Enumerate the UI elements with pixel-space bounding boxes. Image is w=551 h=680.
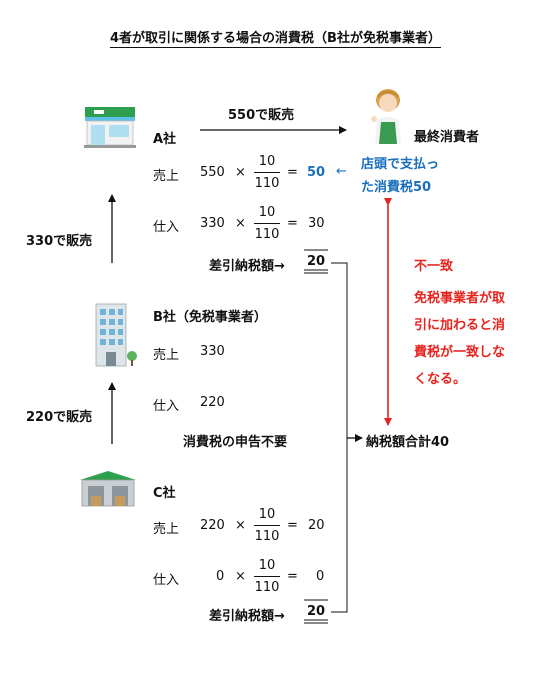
a-purchase-tax: 30: [308, 216, 325, 231]
fraction-numerator: 10: [258, 558, 276, 573]
fraction-numerator: 10: [258, 205, 276, 220]
fraction-denominator: 110: [254, 580, 280, 595]
a-sales-tax: 50: [307, 165, 326, 180]
a-purchase-label: 仕入: [153, 220, 180, 235]
mismatch-heading: 不一致: [414, 259, 454, 274]
times-sign: ×: [235, 216, 246, 231]
c-net-value: 20: [307, 604, 326, 619]
a-net-value: 20: [307, 254, 326, 269]
fraction-denominator: 110: [254, 529, 280, 544]
a-sales-amount: 550: [200, 165, 225, 180]
times-sign: ×: [235, 518, 246, 533]
warehouse-icon: [80, 471, 136, 507]
flow-b-to-a-label: 330で販売: [26, 234, 93, 249]
equals-sign: =: [287, 569, 298, 584]
a-net-label: 差引納税額→: [209, 259, 285, 274]
office-building-icon: [95, 303, 137, 367]
times-sign: ×: [235, 165, 246, 180]
equals-sign: =: [287, 518, 298, 533]
c-net-label: 差引納税額→: [209, 609, 285, 624]
b-sales-amount: 330: [200, 344, 225, 359]
mismatch-line: くなる。: [414, 372, 467, 387]
c-purchase-tax: 0: [316, 569, 325, 584]
consumer-person-icon: [371, 89, 401, 144]
b-sales-label: 売上: [153, 348, 180, 363]
c-purchase-label: 仕入: [153, 573, 180, 588]
b-no-filing: 消費税の申告不要: [183, 435, 288, 450]
bracket-a: [331, 262, 348, 438]
equals-sign: =: [287, 216, 298, 231]
fraction-denominator: 110: [254, 176, 280, 191]
company-a-name: A社: [153, 132, 177, 147]
fraction-numerator: 10: [258, 507, 276, 522]
flow-a-to-consumer-label: 550で販売: [228, 108, 295, 123]
left-arrow: ←: [336, 164, 347, 179]
c-purchase-amount: 0: [216, 569, 225, 584]
equals-sign: =: [287, 165, 298, 180]
mismatch-line: 免税事業者が取: [414, 291, 506, 306]
flow-c-to-b-label: 220で販売: [26, 410, 93, 425]
company-c-name: C社: [153, 486, 176, 501]
b-purchase-amount: 220: [200, 395, 225, 410]
bracket-c: [331, 438, 348, 613]
fraction-numerator: 10: [258, 154, 276, 169]
total-tax: 納税額合計40: [366, 435, 450, 450]
a-purchase-amount: 330: [200, 216, 225, 231]
company-b-name: B社（免税事業者）: [153, 310, 267, 325]
c-sales-tax: 20: [308, 518, 325, 533]
fraction-denominator: 110: [254, 227, 280, 242]
b-purchase-label: 仕入: [153, 399, 180, 414]
convenience-store-icon: [84, 107, 136, 148]
a-sales-label: 売上: [153, 169, 180, 184]
consumer-label: 最終消費者: [414, 130, 480, 145]
c-sales-amount: 220: [200, 518, 225, 533]
diagram-title: 4者が取引に関係する場合の消費税（B社が免税事業者）: [110, 31, 441, 48]
c-sales-label: 売上: [153, 522, 180, 537]
consumer-paid-line2: た消費税50: [361, 180, 432, 195]
mismatch-line: 費税が一致しな: [414, 345, 506, 360]
times-sign: ×: [235, 569, 246, 584]
consumer-paid-line1: 店頭で支払っ: [361, 157, 440, 172]
mismatch-line: 引に加わると消: [414, 318, 506, 333]
